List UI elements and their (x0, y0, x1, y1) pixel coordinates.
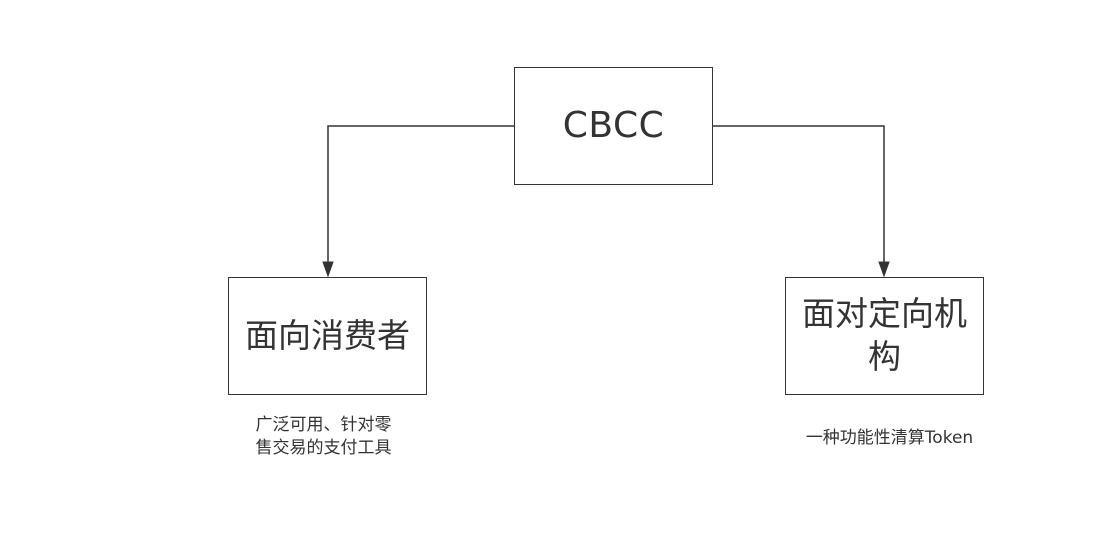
connector-root-to-left (327, 125, 514, 264)
arrowhead-right (878, 261, 890, 278)
consumer-caption-container: 广泛可用、针对零售交易的支付工具 (224, 414, 423, 460)
connector-root-to-right (713, 125, 885, 264)
institution-caption: 一种功能性清算Token (805, 428, 974, 448)
node-consumer-label: 面向消费者 (245, 315, 410, 355)
node-consumer-box[interactable]: 面向消费者 (228, 277, 427, 395)
node-root-box[interactable]: CBCC (514, 67, 713, 185)
institution-caption-container: 一种功能性清算Token (790, 427, 989, 450)
arrowhead-left (322, 261, 334, 278)
consumer-caption: 广泛可用、针对零售交易的支付工具 (255, 415, 392, 458)
node-root-label: CBCC (562, 104, 665, 146)
node-institution-box[interactable]: 面对定向机构 (785, 277, 984, 395)
node-institution-label: 面对定向机构 (802, 294, 967, 376)
